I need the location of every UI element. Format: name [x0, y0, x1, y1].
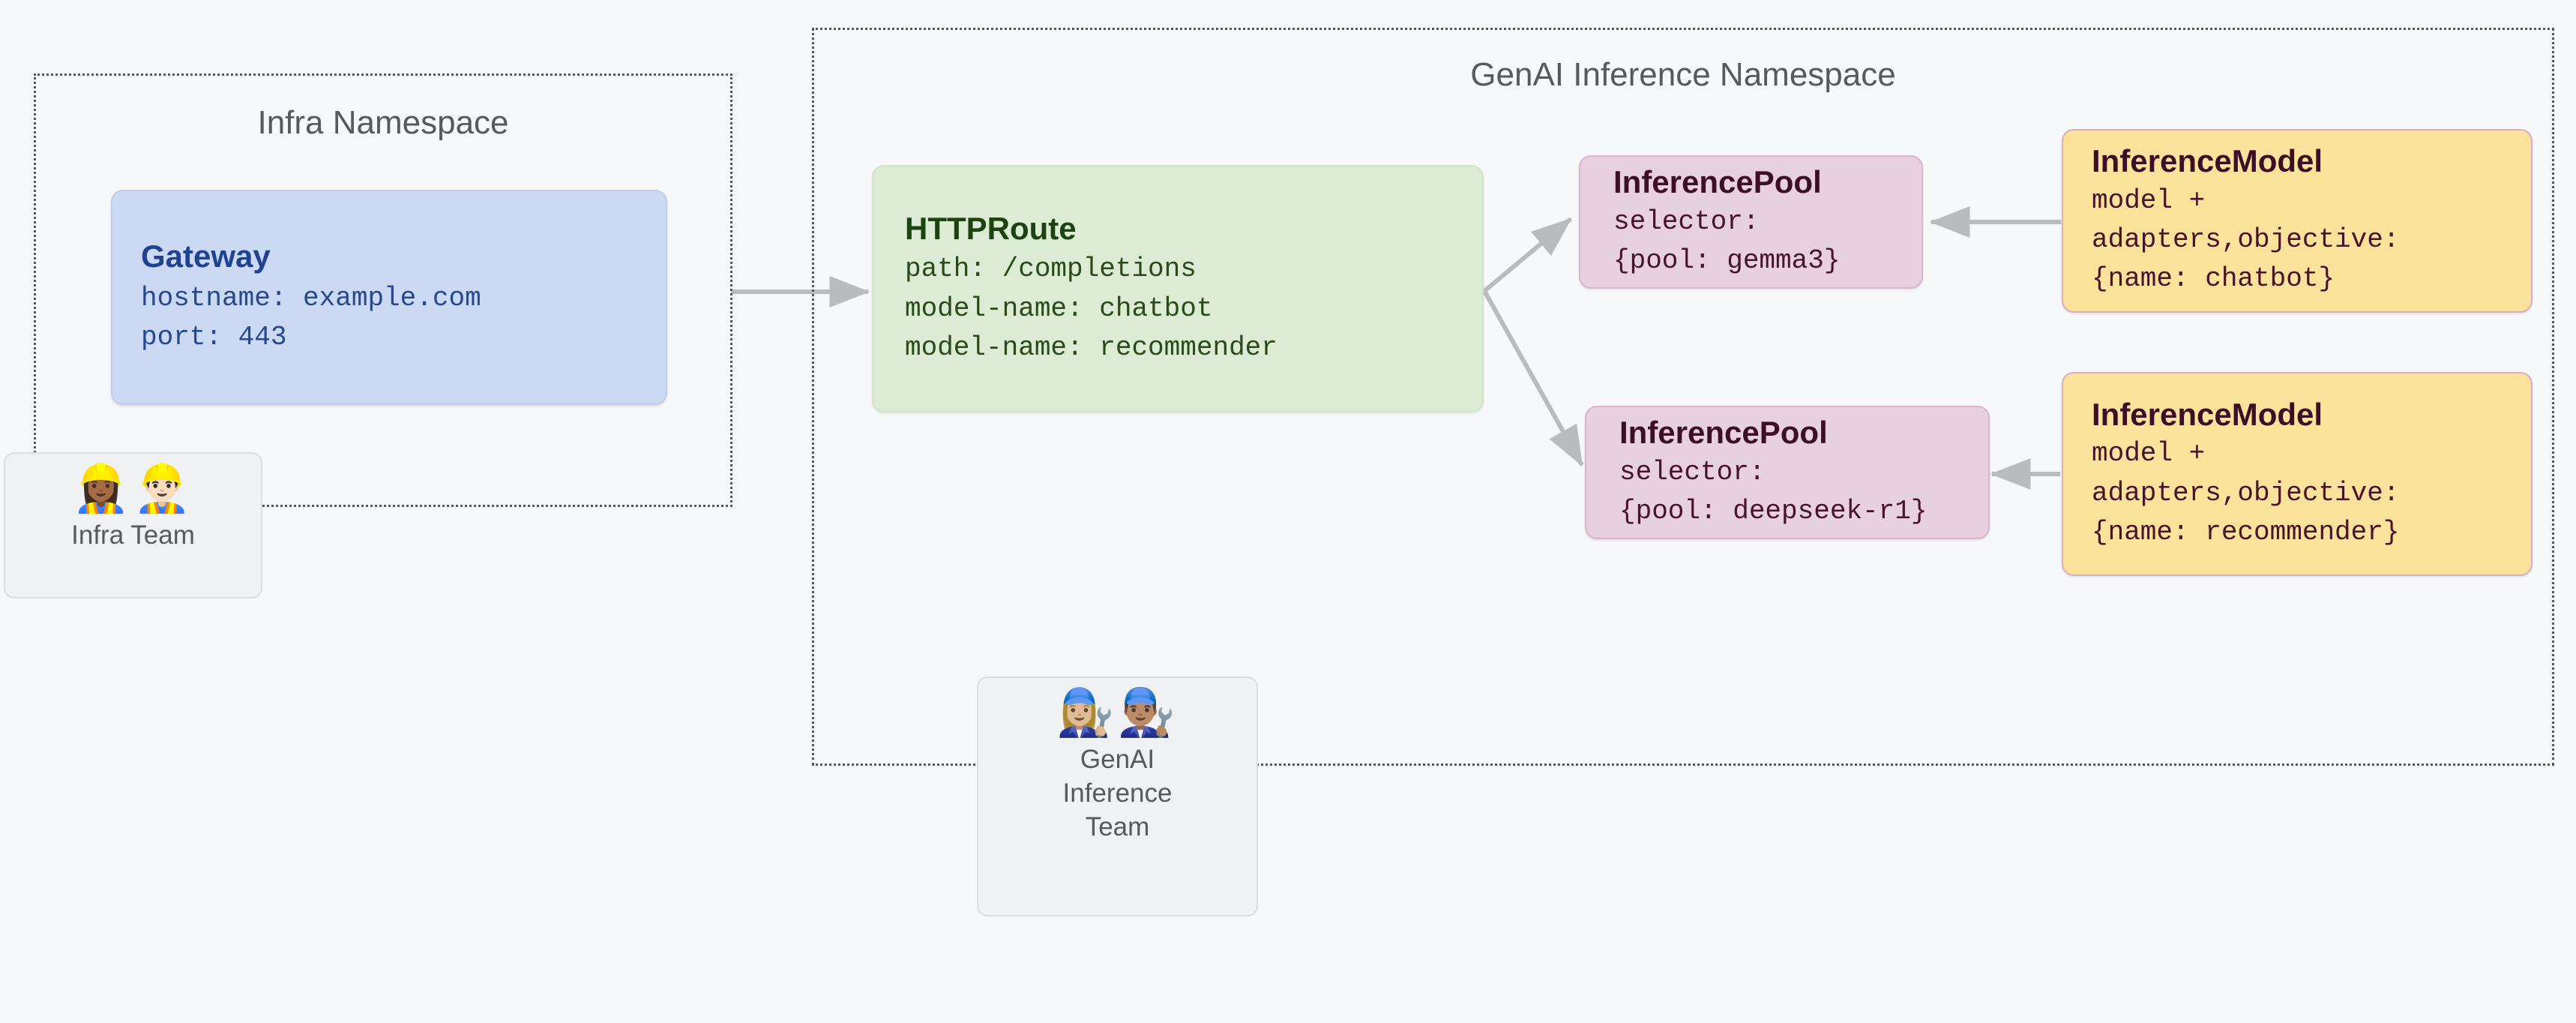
inferencemodel-card-recommender[interactable]: InferenceModel model + adapters,objectiv…	[2062, 372, 2533, 576]
team-infra-label: Infra Team	[71, 520, 195, 550]
gateway-title: Gateway	[141, 238, 271, 274]
team-genai-inference-team[interactable]: 👩🏼‍🔧👨🏽‍🔧 GenAI Inference Team	[977, 676, 1258, 916]
inferencepool-gemma3-fields: selector: {pool: gemma3}	[1613, 206, 1841, 276]
inferencepool-card-gemma3[interactable]: InferencePool selector: {pool: gemma3}	[1579, 155, 1923, 289]
namespace-infra-title: Infra Namespace	[257, 104, 509, 141]
mechanic-icons: 👩🏼‍🔧👨🏽‍🔧	[1056, 687, 1179, 739]
httproute-fields: path: /completions model-name: chatbot m…	[905, 254, 1278, 363]
inferencemodel-chatbot-title: InferenceModel	[2092, 143, 2323, 179]
construction-worker-icons: 👷🏾‍♀️👷🏻‍♂️	[72, 463, 194, 514]
team-genai-label: GenAI Inference Team	[1062, 745, 1173, 842]
inferencepool-card-deepseek-r1[interactable]: InferencePool selector: {pool: deepseek-…	[1585, 406, 1990, 539]
httproute-title: HTTPRoute	[905, 210, 1077, 246]
inferencepool-deepseek-fields: selector: {pool: deepseek-r1}	[1619, 456, 1928, 526]
namespace-infra	[34, 74, 732, 507]
inferencemodel-recommender-fields: model + adapters,objective: {name: recom…	[2092, 438, 2400, 548]
namespace-genai	[812, 28, 2554, 766]
gateway-fields: hostname: example.com port: 443	[141, 283, 481, 353]
inferencemodel-recommender-title: InferenceModel	[2092, 396, 2323, 432]
inferencemodel-card-chatbot[interactable]: InferenceModel model + adapters,objectiv…	[2062, 129, 2533, 313]
inferencepool-gemma3-title: InferencePool	[1613, 164, 1822, 200]
gateway-card[interactable]: Gateway hostname: example.com port: 443	[111, 190, 667, 405]
httproute-card[interactable]: HTTPRoute path: /completions model-name:…	[872, 165, 1484, 412]
inferencepool-deepseek-title: InferencePool	[1619, 415, 1828, 451]
namespace-genai-title: GenAI Inference Namespace	[1470, 56, 1896, 93]
team-infra-team[interactable]: 👷🏾‍♀️👷🏻‍♂️ Infra Team	[4, 452, 262, 598]
inferencemodel-chatbot-fields: model + adapters,objective: {name: chatb…	[2092, 184, 2400, 295]
